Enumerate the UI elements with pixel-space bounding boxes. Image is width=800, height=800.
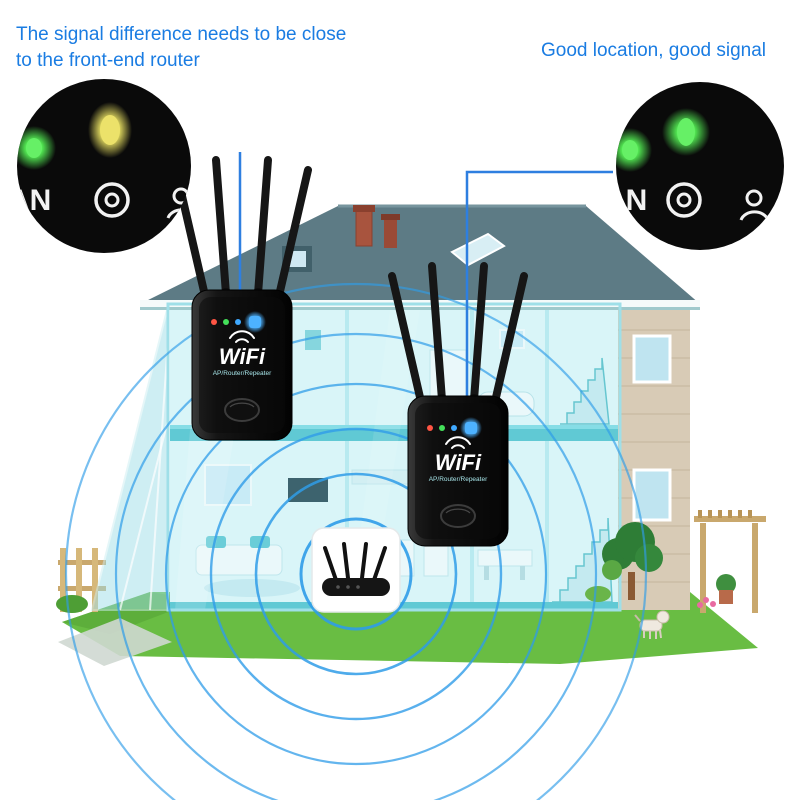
partial-person-icon xyxy=(739,189,770,221)
right-connector-line xyxy=(465,170,613,418)
left-zoom-callout: AN xyxy=(8,79,191,253)
lan-label-partial: AN xyxy=(604,184,647,217)
sunroom-glass-wall xyxy=(90,305,169,611)
dog xyxy=(634,610,670,639)
right-zoom-callout: AN xyxy=(604,82,784,250)
right-caption: Good location, good signal xyxy=(541,38,796,64)
left-caption: The signal difference needs to be close … xyxy=(16,22,416,73)
lan-label-partial: AN xyxy=(8,184,51,217)
left-fence xyxy=(56,548,106,613)
right-caption-text: Good location, good signal xyxy=(541,40,766,61)
left-caption-line1: The signal difference needs to be close xyxy=(16,24,347,45)
skylight xyxy=(450,232,506,267)
garden-tree xyxy=(585,522,663,602)
chimney xyxy=(384,218,397,248)
router-icon xyxy=(322,542,390,596)
right-pergola xyxy=(694,510,766,613)
wps-ring-icon xyxy=(94,182,130,218)
wifi-repeater-device-1 xyxy=(176,160,308,440)
callout-connectors xyxy=(238,152,613,418)
router-callout xyxy=(311,527,401,613)
garden-path xyxy=(58,618,172,666)
wifi-signal-rings xyxy=(64,282,648,800)
wps-ring-icon xyxy=(666,182,702,218)
staircase xyxy=(552,357,613,603)
left-caption-line2: to the front-end router xyxy=(16,49,200,71)
chimney xyxy=(355,209,373,247)
